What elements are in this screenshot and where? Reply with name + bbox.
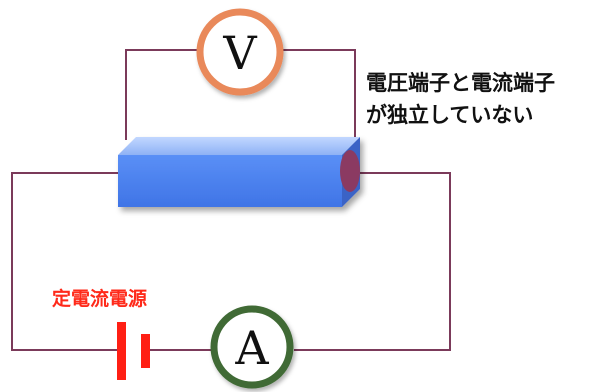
current-loop-wiring — [11, 172, 451, 351]
ammeter-symbol: A — [234, 321, 269, 375]
ammeter — [210, 305, 294, 389]
end-electrode — [340, 150, 360, 192]
voltmeter — [196, 8, 284, 96]
sample-bar-top — [118, 137, 360, 155]
sample-bar-front — [118, 155, 342, 207]
source-plate-short — [141, 334, 150, 368]
terminal-note-line-1: 電圧端子と電流端子 — [366, 71, 555, 95]
source-plate-long — [117, 322, 126, 380]
terminal-note-line-2: が独立していない — [366, 103, 533, 127]
voltmeter-symbol: V — [222, 26, 257, 80]
current-source-label: 定電流電源 — [52, 287, 147, 310]
sample-bar — [118, 137, 360, 207]
current-source-symbol — [117, 322, 150, 380]
